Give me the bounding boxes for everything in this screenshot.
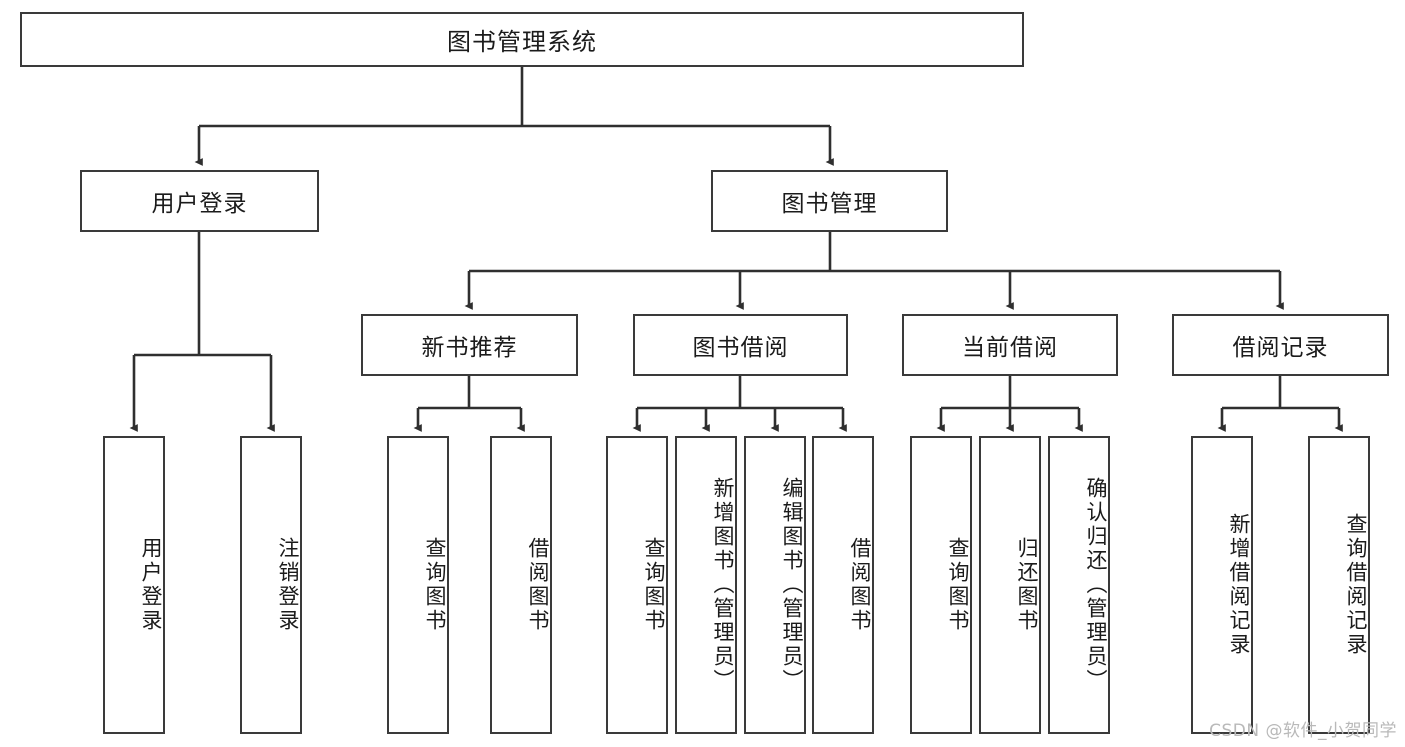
node-label: 查询图书 — [423, 537, 447, 633]
leaf-logout[interactable]: 注销登录 — [240, 436, 302, 734]
node-label: 注销登录 — [276, 537, 300, 633]
leaf-edit-book-admin[interactable]: 编辑图书（管理员） — [744, 436, 806, 734]
leaf-return-book[interactable]: 归还图书 — [979, 436, 1041, 734]
node-root-system[interactable]: 图书管理系统 — [20, 12, 1024, 67]
node-label: 借阅图书 — [526, 537, 550, 633]
leaf-query-borrow-record[interactable]: 查询借阅记录 — [1308, 436, 1370, 734]
leaf-query-book-borrow[interactable]: 查询图书 — [606, 436, 668, 734]
leaf-add-book-admin[interactable]: 新增图书（管理员） — [675, 436, 737, 734]
node-user-login[interactable]: 用户登录 — [80, 170, 319, 232]
node-label: 借阅记录 — [1232, 335, 1329, 361]
leaf-query-book-recommend[interactable]: 查询图书 — [387, 436, 449, 734]
node-new-book-recommend[interactable]: 新书推荐 — [361, 314, 578, 376]
node-label: 图书管理 — [781, 191, 878, 217]
node-current-borrow[interactable]: 当前借阅 — [902, 314, 1118, 376]
node-label: 借阅图书 — [848, 537, 872, 633]
leaf-borrow-book[interactable]: 借阅图书 — [812, 436, 874, 734]
leaf-confirm-return-admin[interactable]: 确认归还（管理员） — [1048, 436, 1110, 734]
leaf-borrow-book-recommend[interactable]: 借阅图书 — [490, 436, 552, 734]
node-label: 查询图书 — [946, 537, 970, 633]
leaf-user-login[interactable]: 用户登录 — [103, 436, 165, 734]
node-label: 确认归还（管理员） — [1084, 477, 1108, 693]
node-label: 用户登录 — [139, 537, 163, 633]
node-label: 当前借阅 — [962, 335, 1058, 361]
watermark: CSDN @软件_小贺同学 — [1209, 721, 1397, 741]
node-label: 图书管理系统 — [447, 28, 597, 56]
node-book-borrow[interactable]: 图书借阅 — [633, 314, 848, 376]
leaf-add-borrow-record[interactable]: 新增借阅记录 — [1191, 436, 1253, 734]
node-borrow-record[interactable]: 借阅记录 — [1172, 314, 1389, 376]
node-label: 图书借阅 — [692, 335, 789, 361]
node-book-management[interactable]: 图书管理 — [711, 170, 948, 232]
node-label: 查询借阅记录 — [1344, 513, 1368, 657]
node-label: 查询图书 — [642, 537, 666, 633]
leaf-query-book-current[interactable]: 查询图书 — [910, 436, 972, 734]
node-label: 用户登录 — [151, 191, 248, 217]
node-label: 新增借阅记录 — [1227, 513, 1251, 657]
node-label: 编辑图书（管理员） — [780, 477, 804, 693]
node-label: 归还图书 — [1015, 537, 1039, 633]
node-label: 新增图书（管理员） — [711, 477, 735, 693]
node-label: 新书推荐 — [421, 335, 518, 361]
